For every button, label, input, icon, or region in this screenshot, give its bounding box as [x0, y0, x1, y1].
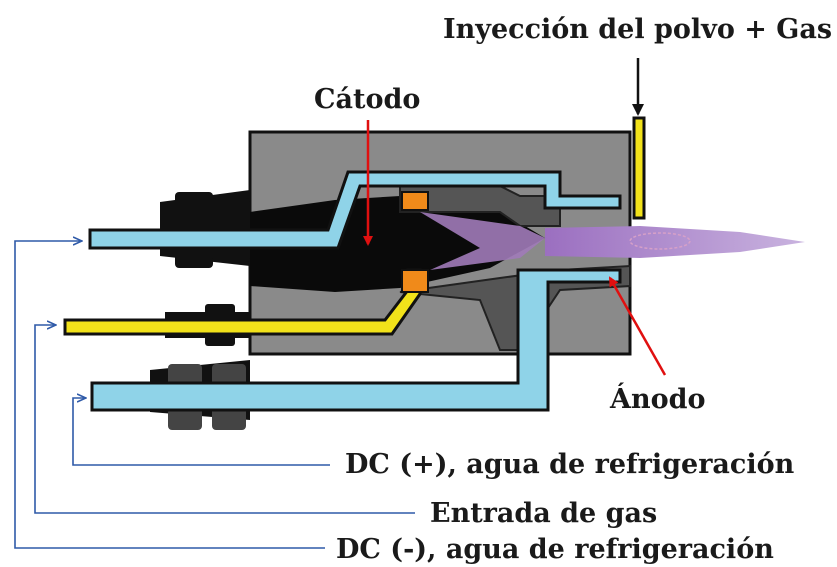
line-dc-minus — [14, 241, 325, 549]
insulator-bottom — [401, 269, 429, 293]
label-dc-minus: DC (-), agua de refrigeración — [336, 534, 774, 565]
line-gas-inlet — [34, 325, 415, 514]
label-powder-injection: Inyección del polvo + Gas — [443, 14, 832, 45]
plasma-jet — [420, 212, 805, 270]
label-cathode: Cátodo — [314, 84, 420, 115]
powder-injection-tube — [632, 116, 646, 220]
anode-pointer-arrow — [608, 276, 667, 376]
label-anode: Ánodo — [609, 382, 705, 415]
insulator-top — [401, 191, 429, 211]
line-dc-plus — [72, 398, 330, 466]
label-gas-inlet: Entrada de gas — [430, 498, 657, 529]
water-channel-top — [88, 170, 622, 250]
connection-lines — [14, 241, 415, 549]
water-channel-bottom — [90, 268, 622, 412]
label-dc-plus: DC (+), agua de refrigeración — [345, 449, 795, 480]
